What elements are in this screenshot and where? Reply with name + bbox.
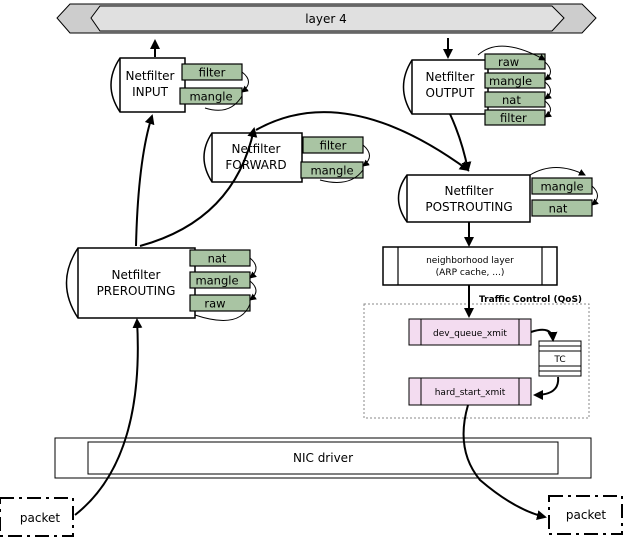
svg-text:Netfilter: Netfilter bbox=[426, 70, 475, 84]
netfilter-forward-box: Netfilter FORWARD filter mangle bbox=[203, 132, 370, 183]
svg-text:mangle: mangle bbox=[489, 74, 532, 88]
svg-text:(ARP cache, ...): (ARP cache, ...) bbox=[436, 268, 505, 278]
flow-arrows bbox=[74, 38, 547, 521]
packet-out-box: packet bbox=[548, 495, 623, 535]
netfilter-prerouting-box: Netfilter PREROUTING nat mangle raw bbox=[65, 247, 257, 321]
output-table-raw bbox=[484, 53, 546, 70]
input-line2: INPUT bbox=[132, 85, 169, 99]
layer4-label: layer 4 bbox=[305, 12, 347, 26]
hard-start-xmit-box bbox=[408, 377, 532, 406]
neighborhood-layer-box: neighborhood layer (ARP cache, ...) bbox=[382, 246, 558, 286]
svg-text:TC: TC bbox=[553, 355, 565, 365]
svg-text:nat: nat bbox=[208, 252, 227, 266]
input-line1: Netfilter bbox=[126, 69, 175, 83]
svg-text:mangle: mangle bbox=[310, 164, 353, 178]
svg-text:filter: filter bbox=[320, 139, 347, 153]
svg-text:raw: raw bbox=[498, 55, 519, 69]
svg-text:filter: filter bbox=[500, 111, 527, 125]
nic-driver-bar: NIC driver bbox=[54, 437, 592, 479]
svg-text:POSTROUTING: POSTROUTING bbox=[425, 200, 512, 214]
postrouting-table-nat bbox=[531, 199, 593, 217]
layer4-bar: layer 4 bbox=[56, 3, 597, 34]
svg-text:filter: filter bbox=[199, 66, 226, 80]
svg-text:mangle: mangle bbox=[540, 180, 583, 194]
netfilter-output-box: Netfilter OUTPUT raw mangle nat filter bbox=[402, 45, 552, 126]
dev-queue-xmit-box bbox=[408, 318, 532, 346]
svg-text:Netfilter: Netfilter bbox=[112, 268, 161, 282]
packet-in-box: packet bbox=[0, 497, 74, 537]
svg-text:dev_queue_xmit: dev_queue_xmit bbox=[433, 329, 507, 339]
svg-text:packet: packet bbox=[20, 511, 60, 525]
svg-text:nat: nat bbox=[549, 202, 568, 216]
svg-text:raw: raw bbox=[204, 297, 225, 311]
traffic-control-group: Traffic Control (QoS) dev_queue_xmit har… bbox=[363, 295, 590, 419]
svg-text:NIC driver: NIC driver bbox=[293, 451, 353, 465]
svg-text:hard_start_xmit: hard_start_xmit bbox=[435, 388, 506, 398]
svg-text:OUTPUT: OUTPUT bbox=[426, 86, 476, 100]
netfilter-postrouting-box: Netfilter POSTROUTING mangle nat bbox=[397, 167, 599, 223]
svg-text:neighborhood layer: neighborhood layer bbox=[426, 256, 514, 266]
svg-text:Netfilter: Netfilter bbox=[232, 142, 281, 156]
traffic-control-title: Traffic Control (QoS) bbox=[479, 295, 582, 305]
svg-text:packet: packet bbox=[566, 508, 606, 522]
svg-text:Netfilter: Netfilter bbox=[445, 184, 494, 198]
svg-text:mangle: mangle bbox=[189, 90, 232, 104]
prerouting-table-raw bbox=[189, 294, 251, 312]
tc-queue-box: TC bbox=[538, 340, 582, 377]
svg-text:mangle: mangle bbox=[195, 274, 238, 288]
svg-text:PREROUTING: PREROUTING bbox=[97, 284, 176, 298]
svg-text:nat: nat bbox=[502, 93, 521, 107]
svg-text:FORWARD: FORWARD bbox=[225, 158, 286, 172]
prerouting-table-mangle bbox=[189, 271, 251, 289]
netfilter-input-box: Netfilter INPUT filter mangle bbox=[110, 57, 249, 113]
